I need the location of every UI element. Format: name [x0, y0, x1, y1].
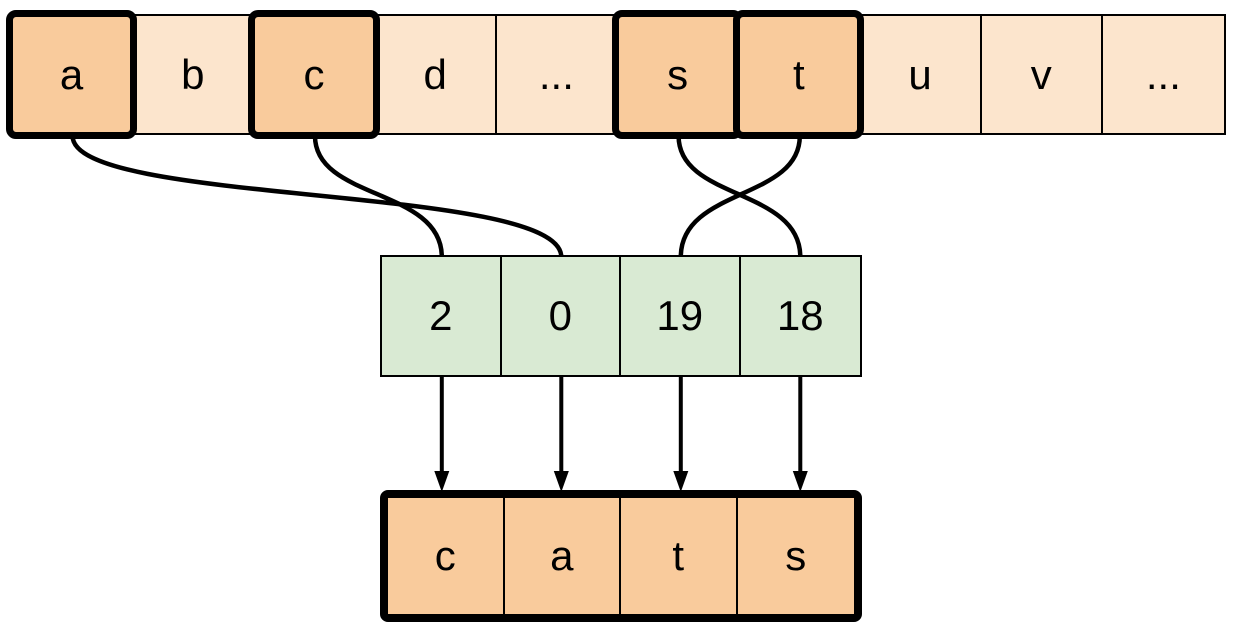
alphabet-cell-d: d: [375, 16, 497, 133]
output-cell-2: t: [621, 498, 738, 614]
alphabet-cell-a: a: [5, 10, 138, 139]
alphabet-cell-label: c: [303, 50, 325, 98]
alphabet-cell-v: v: [981, 16, 1103, 133]
index-cell-2: 19: [621, 257, 741, 375]
curve-c-to-2: [312, 135, 445, 258]
curve-a-to-0: [70, 135, 564, 258]
index-array: 2 0 19 18: [380, 255, 862, 377]
alphabet-cell-label: t: [792, 50, 805, 98]
alphabet-cell-label: ...: [1145, 50, 1181, 98]
alphabet-cell-label: d: [423, 50, 447, 98]
output-cell-label: c: [434, 532, 456, 579]
alphabet-cell-b: b: [133, 16, 255, 133]
alphabet-cell-label: u: [908, 50, 932, 98]
arrowhead: [792, 471, 808, 492]
alphabet-cell-label: v: [1030, 50, 1052, 98]
index-cell-label: 18: [776, 292, 824, 339]
alphabet-cell-t: t: [733, 10, 865, 139]
arrow-18-to-s: [792, 375, 808, 492]
index-cell-3: 18: [740, 257, 860, 375]
alphabet-cell-ellipsis-2: ...: [1102, 16, 1224, 133]
index-cell-0: 2: [382, 257, 502, 375]
alphabet-cell-ellipsis-1: ...: [496, 16, 618, 133]
alphabet-cell-label: ...: [538, 50, 574, 98]
index-cell-label: 0: [548, 292, 572, 339]
arrow-19-to-t: [673, 375, 689, 492]
index-cell-label: 2: [429, 292, 453, 339]
alphabet-cell-c: c: [248, 10, 380, 139]
alphabet-cell-s: s: [611, 10, 744, 139]
output-array: c a t s: [380, 490, 862, 622]
arrow-0-to-a: [553, 375, 569, 492]
alphabet-cell-label: s: [667, 50, 689, 98]
output-cell-0: c: [388, 498, 505, 614]
output-cell-label: s: [785, 532, 807, 579]
output-cell-label: t: [672, 532, 685, 579]
alphabet-cell-label: b: [181, 50, 205, 98]
output-cell-label: a: [550, 532, 574, 579]
curve-s-to-18: [676, 135, 803, 258]
arrowhead: [553, 471, 569, 492]
alphabet-cell-u: u: [860, 16, 982, 133]
arrowhead: [673, 471, 689, 492]
index-cell-1: 0: [501, 257, 621, 375]
alphabet-cell-label: a: [59, 50, 84, 98]
alphabet-array: a b c d ... s t u v ...: [5, 10, 1226, 139]
arrowhead: [434, 471, 450, 492]
index-cell-label: 19: [656, 292, 704, 339]
output-cell-3: s: [737, 498, 854, 614]
arrow-2-to-c: [434, 375, 450, 492]
output-cell-1: a: [504, 498, 621, 614]
